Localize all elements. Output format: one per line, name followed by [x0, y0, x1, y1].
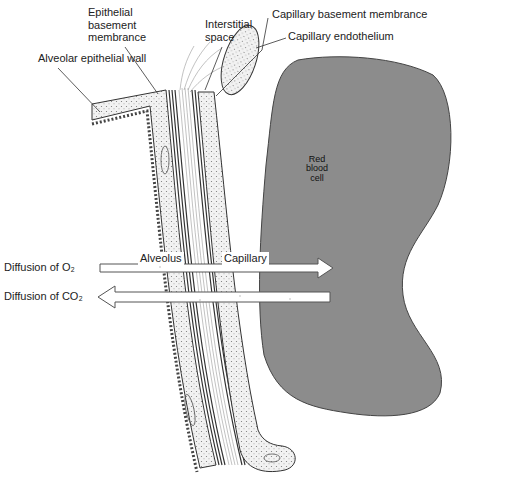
arrow-speckles [159, 266, 290, 300]
part-label: Alveolar epithelial wall [38, 52, 146, 65]
part-label: Diffusion of O₂ [4, 261, 75, 274]
cell-nucleus [264, 454, 280, 462]
cell-nucleus [183, 394, 197, 427]
o2-arrow [100, 258, 333, 278]
part-label: Capillary [222, 252, 269, 265]
co2-arrow [98, 286, 330, 308]
part-label: Alveolus [138, 252, 184, 265]
part-label: Diffusion of CO₂ [4, 290, 83, 303]
cell-shape [260, 57, 451, 416]
part-label: Capillary basement membrance [272, 8, 427, 21]
cell-label: Red blood cell [298, 155, 336, 183]
part-label: Epithelial basement membrance [88, 6, 160, 44]
part-label: Capillary endothelium [288, 30, 394, 43]
cell-outline [258, 55, 458, 420]
part-label: Interstitial space [205, 18, 263, 43]
cell-nucleus [161, 146, 169, 174]
red-blood-cell: Red blood cell [258, 55, 458, 420]
